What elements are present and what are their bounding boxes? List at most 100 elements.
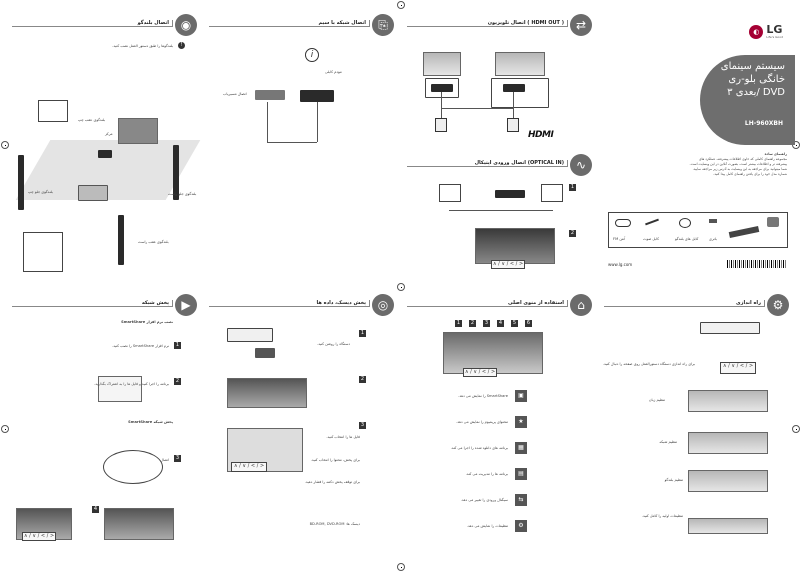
setup-text-4: تنظیم بلندگو (664, 478, 683, 482)
menu-step-1: 1 (455, 320, 462, 327)
step-1-badge: 1 (569, 184, 576, 191)
center-speaker (98, 150, 112, 158)
crop-mark-middle (397, 283, 405, 291)
label-rear-right: بلندگوی عقب راست (138, 240, 169, 244)
menu-item-5: سیگنال ورودی را تغییر می دهد. (460, 498, 508, 502)
connector-detail-top (38, 100, 68, 122)
player-unit (495, 190, 525, 198)
optical-panel-title: اتصال ورودی اپتیکال (OPTICAL IN) (474, 160, 564, 166)
model-number: LH-960XBH (744, 120, 783, 127)
crop-mark-left (1, 141, 9, 149)
menu-step-6: 6 (525, 320, 532, 327)
home-menu-screenshot (443, 332, 543, 374)
setup-panel: راه اندازی ⚙ برای راه اندازی دستگاه دستو… (600, 290, 795, 560)
remote-icon (728, 225, 760, 239)
step-2-badge: 2 (569, 230, 576, 237)
label-rear-left: بلندگوی عقب چپ (78, 118, 106, 122)
speaker-panel: اتصال بلندگو ◉ بلندگوها را طبق دستور الع… (8, 10, 203, 280)
network-diagram (103, 450, 163, 484)
remote-nav-keys: ∧ / ∨ / < / > (491, 260, 525, 269)
gear-icon: ⚙ (767, 294, 789, 316)
network-step-4: 4 (92, 506, 99, 513)
adapter-icon (767, 217, 779, 227)
network-menu-screen-right (104, 508, 174, 540)
hdmi-out-panel: اتصال تلویزیون ( HDMI OUT ) ⇄ HDMI (403, 10, 598, 150)
setup-panel-title: راه اندازی (736, 300, 761, 306)
modem-label: مودم کابلی (325, 70, 342, 74)
disc-play-panel-title: پخش دیسک، داده ها (316, 300, 366, 306)
intro-text: راهنمای ساده مجموعه راهنمای کاملی که حاو… (689, 152, 787, 176)
disc-text-4: برای توقف پخش دکمه را فشار دهید. (304, 480, 360, 484)
menu-item-3: برنامه های دانلود شده را اجرا می کند. (450, 446, 508, 450)
brand-tagline: Life's Good (766, 35, 783, 39)
network-play-panel-title: پخش شبکه (141, 300, 169, 306)
speaker-icon: ◉ (175, 14, 197, 36)
input-row-icon: ⇆ (515, 494, 527, 506)
crop-mark-right (792, 141, 800, 149)
disc-text-3: برای پخش، محتوا را انتخاب کنید. (310, 458, 360, 462)
menu-item-6: تنظیمات را نمایش می دهد. (466, 524, 508, 528)
player-device (300, 90, 334, 102)
player-back (491, 78, 549, 108)
note-icon: ! (178, 42, 185, 49)
menu-item-1: SmartShare را نمایش می دهد. (458, 394, 508, 398)
tv-menu-screenshot (475, 228, 555, 264)
hdmi-port-left (431, 84, 453, 92)
setup-remote-1: ∧ / ∨ / < / > (720, 362, 756, 374)
settings-row-icon: ⚙ (515, 520, 527, 532)
menu-item-2: محتوای پریمیوم را نمایش می دهد. (456, 420, 508, 424)
brand-name: LG (766, 23, 783, 36)
router-device (255, 90, 285, 100)
antenna-icon (615, 219, 631, 227)
setup-screen-1 (688, 390, 768, 412)
optical-panel: اتصال ورودی اپتیکال (OPTICAL IN) ∿ 1 2 ∧… (403, 150, 598, 280)
cover-title: سیستم سینمای خانگی بلو-ری ۳ بعدی/ DVD (720, 61, 785, 98)
setup-text-2: تنظیم زبان (648, 398, 665, 402)
hdmi-panel-title: اتصال تلویزیون ( HDMI OUT ) (487, 20, 564, 26)
menu-step-4: 4 (497, 320, 504, 327)
label-front-right: بلندگوی جلو راست (168, 192, 197, 196)
accessories-box: آنتن FM کابل صوت کابل های بلندگو باتری (608, 212, 788, 248)
hdmi-cable (441, 108, 513, 109)
network-play-subtitle: نصب نرم افزار SmartShare (121, 320, 173, 324)
setup-screen-3 (688, 470, 768, 492)
network-play-icon: ▶ (175, 294, 197, 316)
tv-in-room (118, 118, 158, 144)
home-menu-panel-title: استفاده از منوی اصلی (508, 300, 564, 306)
network-panel: اتصال شبکه با سیم ⎘ i مودم کابلی اتصال م… (205, 10, 400, 150)
hdmi-logo: HDMI (528, 130, 554, 140)
rear-right-speaker (118, 215, 124, 265)
hdmi-port-right (503, 84, 525, 92)
connector-detail-bottom (23, 232, 63, 272)
home-icon: ⌂ (570, 294, 592, 316)
tv-optical-port (439, 184, 461, 202)
disc-footer: دیسک ها: BD-ROM, DVD-ROM (309, 522, 360, 526)
front-left-speaker (18, 155, 24, 210)
menu-step-2: 2 (469, 320, 476, 327)
hdmi-plug-right (507, 118, 519, 132)
front-right-speaker (173, 145, 179, 200)
barcode (727, 260, 787, 268)
info-icon: i (305, 48, 319, 62)
setup-text-1: برای راه اندازی دستگاه دستورالعمل روی صف… (602, 362, 695, 366)
premium-row-icon: ★ (515, 416, 527, 428)
disc-step-3: 3 (359, 422, 366, 429)
optical-cable-icon: ∿ (570, 154, 592, 176)
optical-cable (449, 210, 553, 211)
label-center: مرکز (105, 132, 113, 136)
player-illustration (495, 52, 545, 76)
crop-mark-right-bottom (792, 425, 800, 433)
menu-item-4: برنامه ها را مدیریت می کند. (465, 472, 508, 476)
tv-connect-icon: ⇄ (570, 14, 592, 36)
disc-play-panel: پخش دیسک، داده ها ◎ 1 دستگاه را روشن کنی… (205, 290, 400, 560)
speaker-cable-icon (679, 218, 691, 228)
menu-step-5: 5 (511, 320, 518, 327)
home-remote-keys: ∧ / ∨ / < / > (463, 368, 497, 377)
apps-row-icon: ▦ (515, 442, 527, 454)
smartshare-pc-screen (98, 376, 142, 402)
subwoofer (78, 185, 108, 201)
network-remote-keys: ∧ / ∨ / < / > (22, 532, 56, 541)
accessory-label-3: کابل های بلندگو (675, 237, 699, 241)
disc-text-2: فایل ها را انتخاب کنید. (326, 435, 360, 439)
crop-mark-left-bottom (1, 425, 9, 433)
